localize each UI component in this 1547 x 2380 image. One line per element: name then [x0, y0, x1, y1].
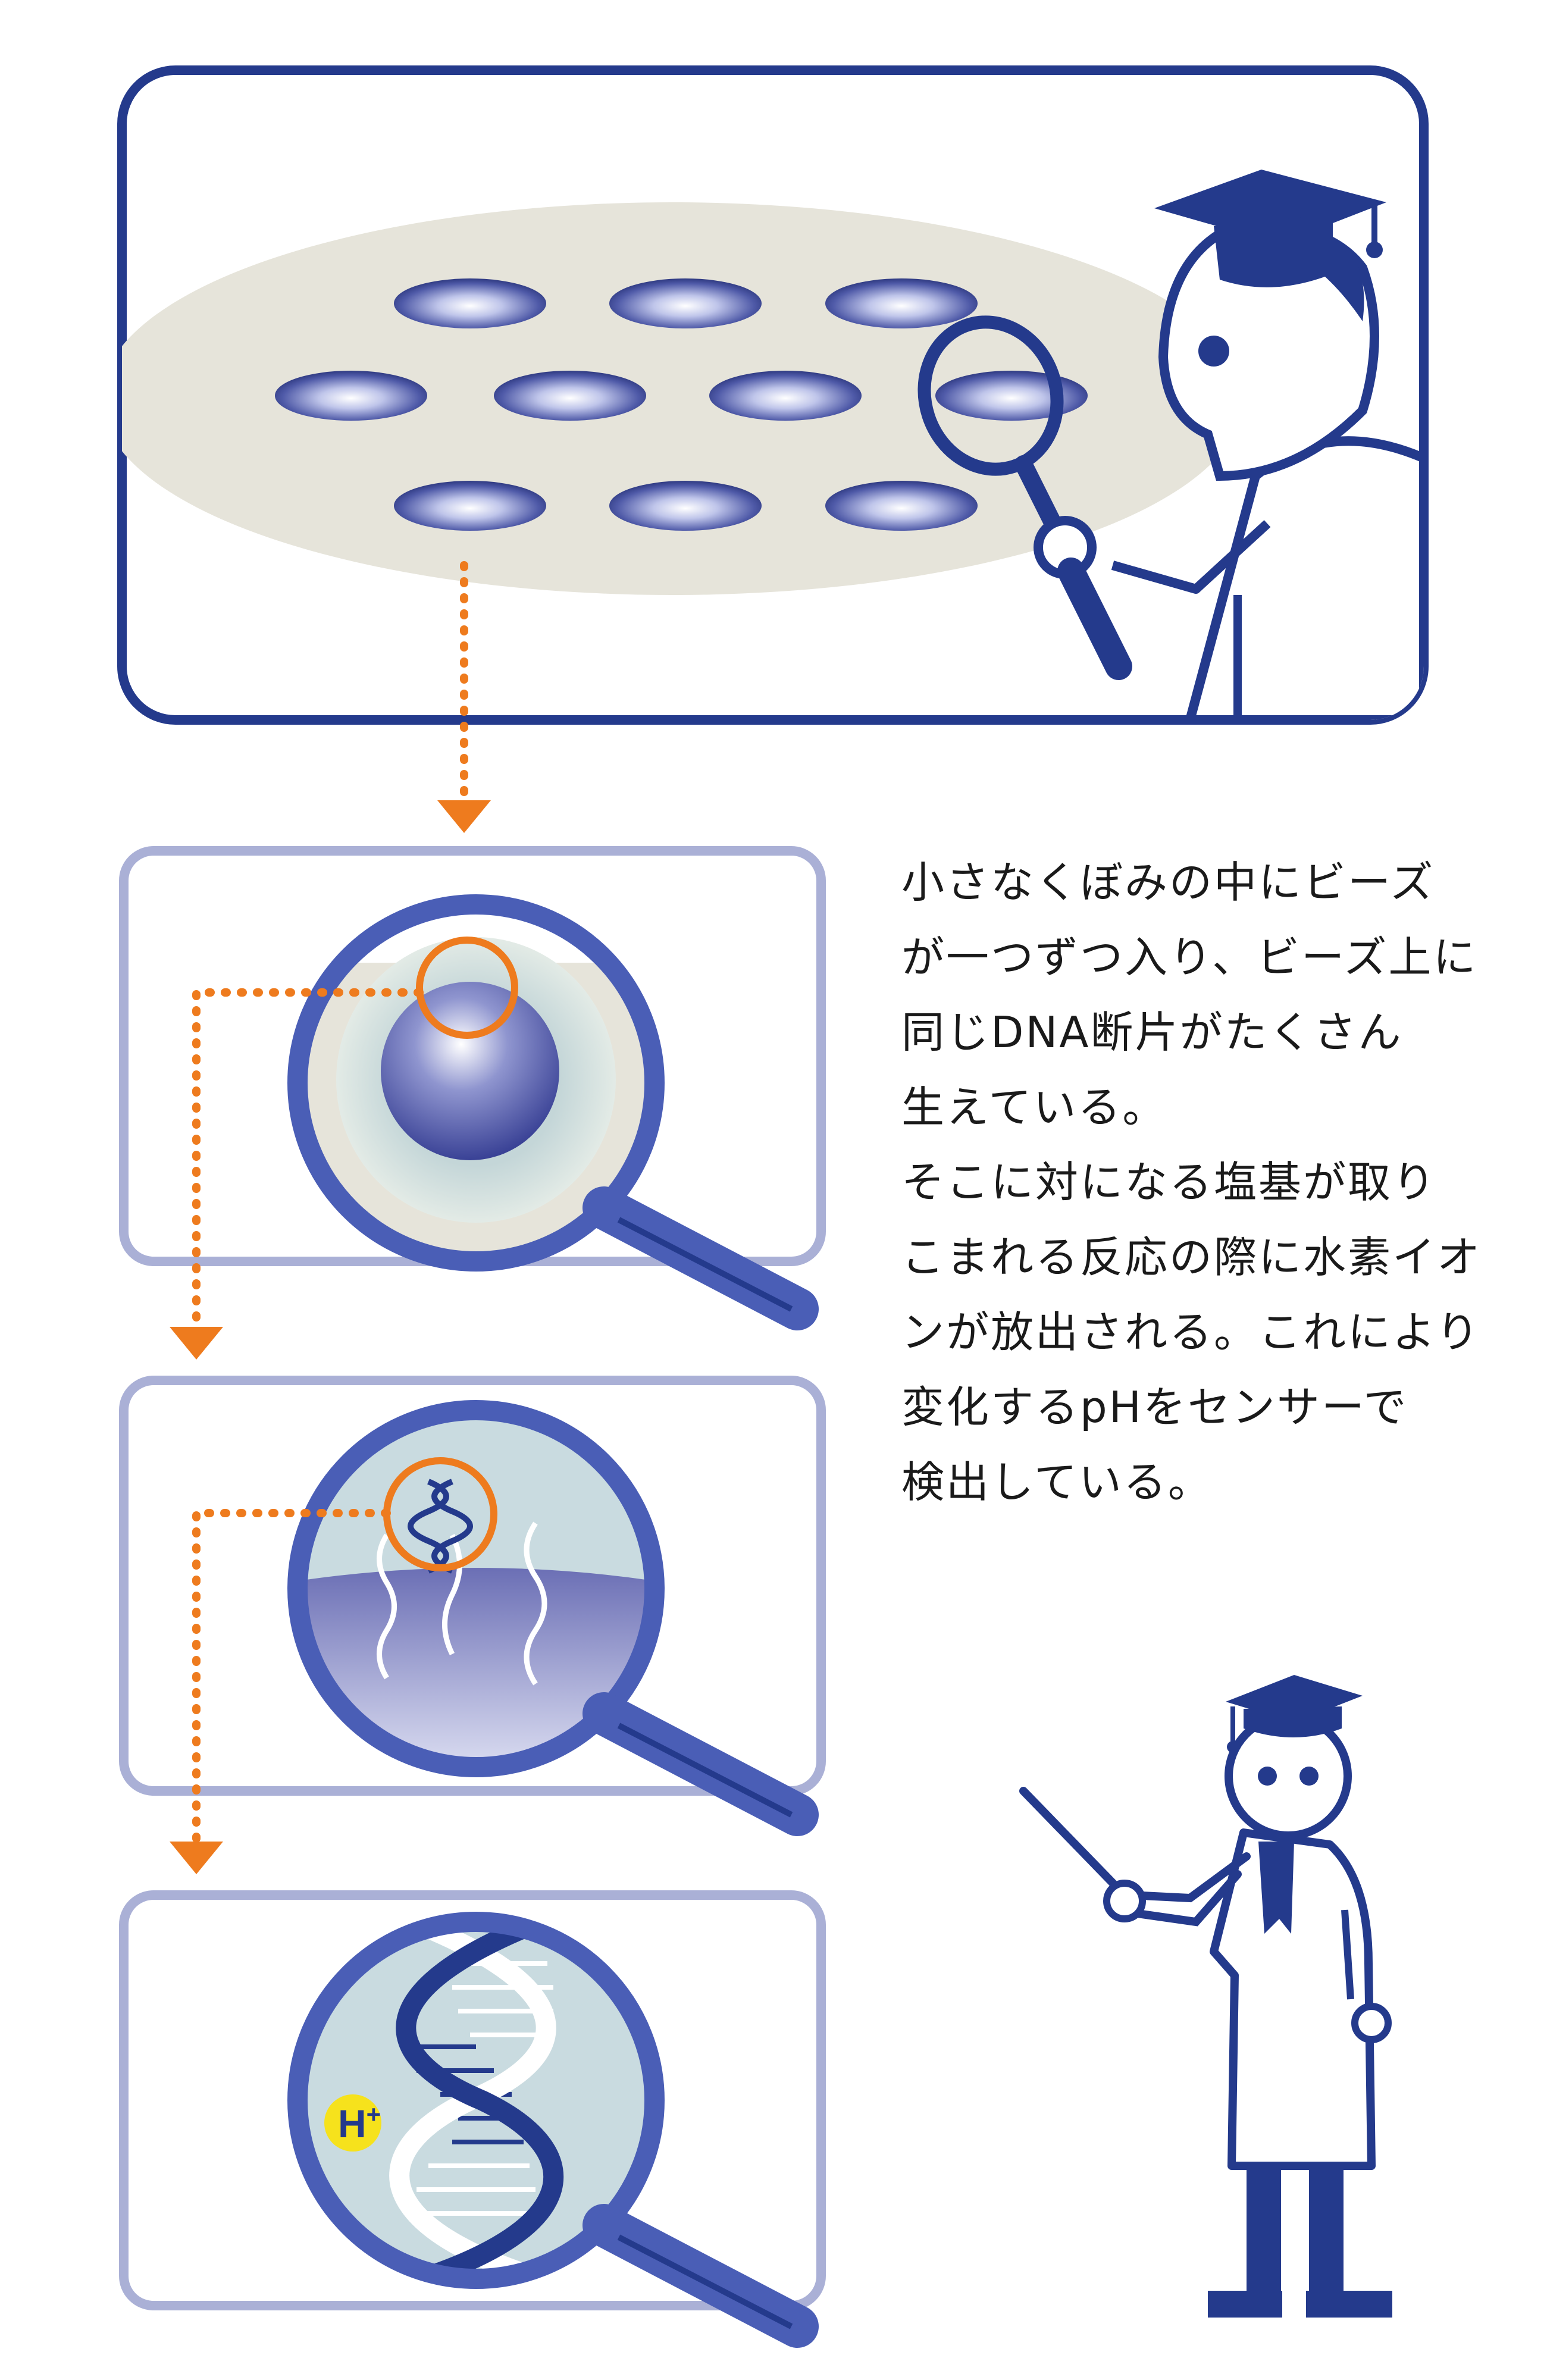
hydrogen-ion-badge [324, 2094, 381, 2152]
explanation-text: 小さなくぼみの中にビーズ が一つずつ入り、ビーズ上に 同じDNA断片がたくさん … [901, 845, 1482, 1520]
scientist-with-magnifier [917, 170, 1424, 720]
magnifier-lens [287, 894, 665, 1272]
magnifier-lens [287, 1912, 665, 2289]
top-panel [117, 65, 1429, 725]
zoom-panel-bead [119, 846, 826, 1330]
focus-circle [416, 937, 518, 1039]
explanation-line: 生えている。 [901, 1082, 1167, 1132]
well-array [275, 278, 1088, 531]
explanation-line: ンが放出される。これにより [901, 1307, 1481, 1357]
hydrogen-ion: H+ [324, 2094, 381, 2152]
dna-strand-navy [378, 1922, 575, 2279]
well [394, 481, 546, 531]
explanation-line: そこに対になる塩基が取り [901, 1157, 1438, 1207]
well [394, 278, 546, 328]
professor-with-pointer [1019, 1675, 1392, 2318]
flow-arrow-1 [437, 561, 491, 833]
explanation-line: が一つずつ入り、ビーズ上に [901, 932, 1478, 982]
well [709, 371, 862, 421]
magnifier-lens [287, 1400, 665, 1777]
explanation-line: 検出している。 [901, 1457, 1213, 1507]
well [494, 371, 646, 421]
well [935, 371, 1088, 421]
explanation-line: 小さなくぼみの中にビーズ [901, 857, 1435, 907]
well [825, 481, 978, 531]
flow-arrow-2 [170, 988, 424, 1360]
explanation-line: こまれる反応の際に水素イオ [901, 1232, 1482, 1282]
dna-fragment [408, 1479, 473, 1574]
bead [381, 982, 559, 1160]
well [275, 371, 427, 421]
zoom-panel-helix: H+ [119, 1890, 826, 2348]
pointer-stick [1019, 1787, 1126, 1896]
well [609, 481, 762, 531]
hydrogen-ion-symbol: H+ [338, 2100, 381, 2146]
well [825, 278, 978, 328]
zoom-panel-strands [119, 1376, 826, 1836]
explanation-line: 変化するpHをセンサーで [901, 1382, 1408, 1432]
flow-arrow-3 [170, 1509, 391, 1874]
explanation-line: 同じDNA断片がたくさん [901, 1007, 1403, 1057]
well [609, 278, 762, 328]
